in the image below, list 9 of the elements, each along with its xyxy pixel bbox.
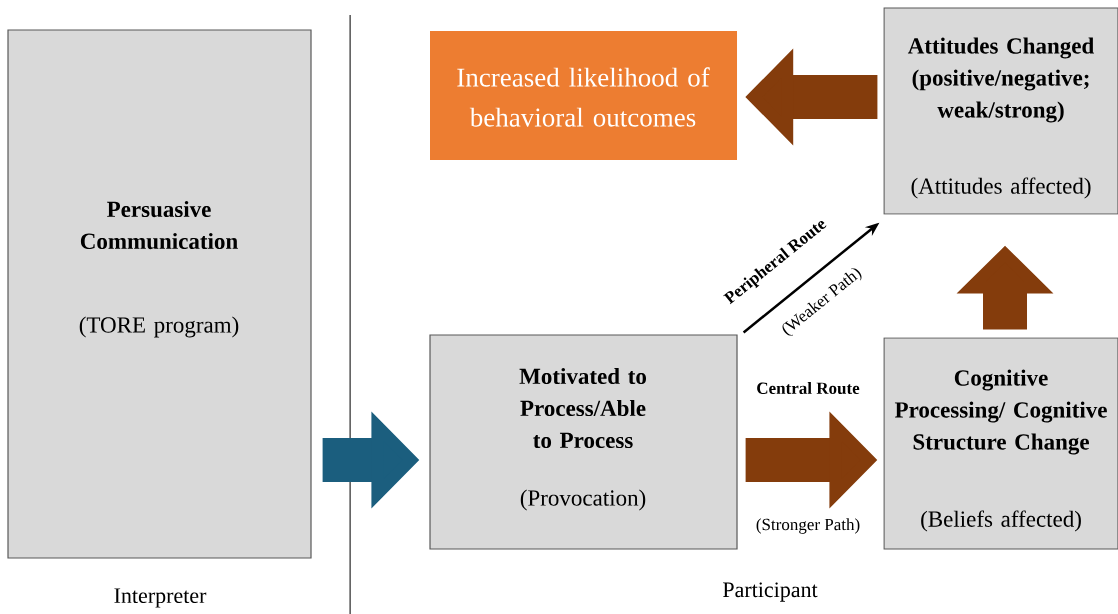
- note-label: Participant: [723, 582, 818, 602]
- process-box: Motivated to Process/Able to Process (Provocation): [429, 334, 738, 550]
- note-label: (Stronger Path): [756, 518, 860, 534]
- process-box: Persuasive Communication (TORE program): [7, 29, 312, 559]
- note-label: Interpreter: [114, 588, 207, 608]
- process-box: Cognitive Processing/ Cognitive Structure Change (Beliefs affected): [883, 337, 1118, 550]
- edge-label: Central Route: [755, 381, 861, 395]
- process-box: Attitudes Changed (positive/negative; weak/strong) (Attitudes affected): [883, 7, 1118, 215]
- outcome-box: Increased likelihood of behavioral outcomes: [430, 31, 737, 160]
